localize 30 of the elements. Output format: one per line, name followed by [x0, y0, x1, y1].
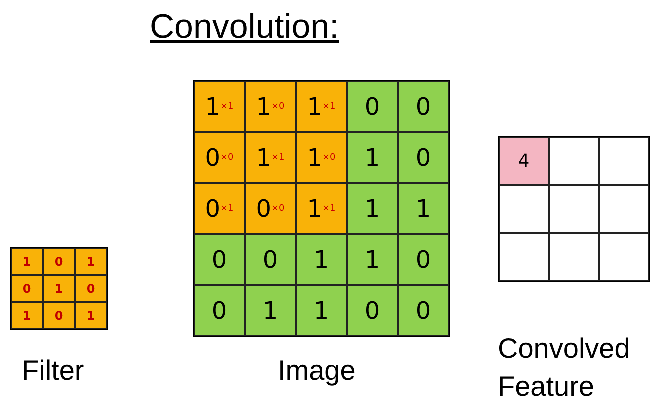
matrix-cell: 4 — [499, 137, 549, 185]
caption: Filter — [22, 355, 84, 387]
matrix-cell: 0 — [245, 234, 296, 285]
matrix-cell: 0 — [398, 285, 449, 336]
caption: Convolved Feature — [498, 332, 632, 404]
matrix-cell: 0 — [398, 81, 449, 132]
matrix-cell: 1 — [347, 183, 398, 234]
matrix-cell: 0 — [347, 285, 398, 336]
matrix-cell: 0 — [347, 81, 398, 132]
matrix-cell: 0 — [43, 302, 75, 329]
matrix-cell: 0 — [11, 275, 43, 302]
caption: Image — [278, 355, 356, 387]
matrix-cell: 1 — [43, 275, 75, 302]
matrix-cell: 1 — [11, 248, 43, 275]
matrix-cell: 0 — [398, 234, 449, 285]
matrix-cell: 1 — [347, 234, 398, 285]
matrix-cell: 1 — [347, 132, 398, 183]
matrix-cell: 0 — [194, 234, 245, 285]
matrix-cell: 1 — [296, 285, 347, 336]
matrix-cell: 0 — [194, 285, 245, 336]
matrix-cell: 1 — [398, 183, 449, 234]
matrix-cell: 1 — [75, 302, 107, 329]
matrix-cell: 0 — [43, 248, 75, 275]
title: Convolution: — [150, 8, 340, 47]
matrix-cell: 0 — [398, 132, 449, 183]
matrix-cell: 0 — [75, 275, 107, 302]
matrix-cell: 1 — [245, 285, 296, 336]
matrix-cell: 1 — [11, 302, 43, 329]
matrix-cell: 1 — [296, 234, 347, 285]
matrix-cell: 1 — [75, 248, 107, 275]
